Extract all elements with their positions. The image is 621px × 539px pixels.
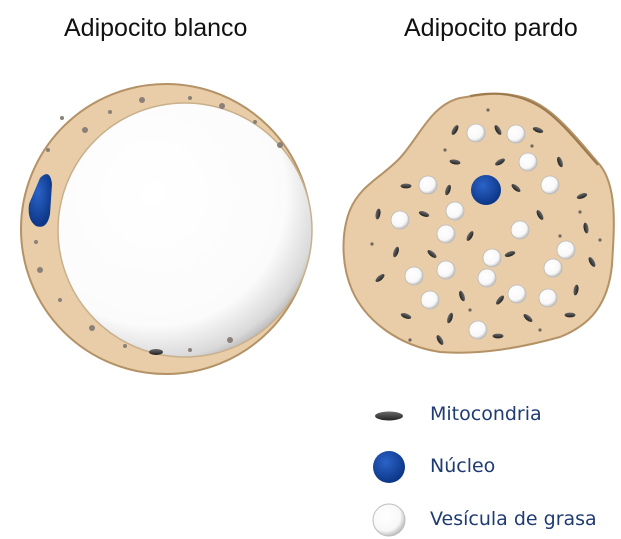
granule bbox=[37, 267, 43, 273]
legend bbox=[373, 412, 405, 537]
mitochondrion bbox=[565, 313, 576, 318]
fat-vesicle bbox=[467, 124, 485, 142]
brown-adipocyte bbox=[344, 94, 614, 353]
granule bbox=[486, 108, 489, 111]
fat-vesicle bbox=[478, 269, 496, 287]
granule bbox=[34, 240, 38, 244]
granule bbox=[468, 308, 471, 311]
brown-adipocyte-nucleus bbox=[471, 175, 501, 205]
legend-nucleus-icon bbox=[373, 451, 405, 483]
granule bbox=[598, 238, 601, 241]
granule bbox=[188, 96, 192, 100]
granule bbox=[58, 298, 62, 302]
white-adipocyte bbox=[21, 84, 312, 374]
white-adipocyte-fat-droplet bbox=[58, 103, 312, 357]
granule bbox=[443, 148, 446, 151]
fat-vesicle bbox=[557, 241, 575, 259]
fat-vesicle bbox=[419, 176, 437, 194]
mitochondrion bbox=[493, 334, 504, 339]
fat-vesicle bbox=[469, 321, 487, 339]
fat-vesicle bbox=[437, 225, 455, 243]
fat-vesicle bbox=[437, 261, 455, 279]
granule bbox=[370, 242, 373, 245]
granule bbox=[578, 210, 581, 213]
granule bbox=[123, 344, 127, 348]
granule bbox=[46, 148, 50, 152]
granule bbox=[139, 97, 145, 103]
legend-nucleus-label: Núcleo bbox=[430, 455, 495, 477]
fat-vesicle bbox=[508, 285, 526, 303]
mitochondrion bbox=[149, 349, 163, 355]
granule bbox=[227, 337, 233, 343]
granule bbox=[89, 325, 95, 331]
granule bbox=[538, 328, 541, 331]
granule bbox=[108, 110, 112, 114]
granule bbox=[277, 142, 283, 148]
granule bbox=[219, 103, 225, 109]
granule bbox=[82, 127, 88, 133]
granule bbox=[530, 144, 533, 147]
mitochondrion bbox=[401, 184, 412, 189]
fat-vesicle bbox=[391, 211, 409, 229]
fat-vesicle bbox=[539, 289, 557, 307]
fat-vesicle bbox=[421, 291, 439, 309]
granule bbox=[253, 120, 257, 124]
fat-vesicle bbox=[519, 153, 537, 171]
fat-vesicle bbox=[541, 176, 559, 194]
legend-mitochondria-icon bbox=[375, 412, 403, 421]
granule bbox=[60, 116, 64, 120]
fat-vesicle bbox=[483, 249, 501, 267]
fat-vesicle bbox=[446, 202, 464, 220]
legend-fat-vesicle-icon bbox=[373, 504, 405, 536]
legend-fat-vesicle-label: Vesícula de grasa bbox=[430, 508, 597, 530]
granule bbox=[558, 234, 561, 237]
fat-vesicle bbox=[507, 125, 525, 143]
granule bbox=[188, 348, 192, 352]
granule bbox=[408, 338, 411, 341]
legend-mitochondria-label: Mitocondria bbox=[430, 403, 542, 425]
fat-vesicle bbox=[511, 221, 529, 239]
fat-vesicle bbox=[405, 267, 423, 285]
fat-vesicle bbox=[544, 259, 562, 277]
